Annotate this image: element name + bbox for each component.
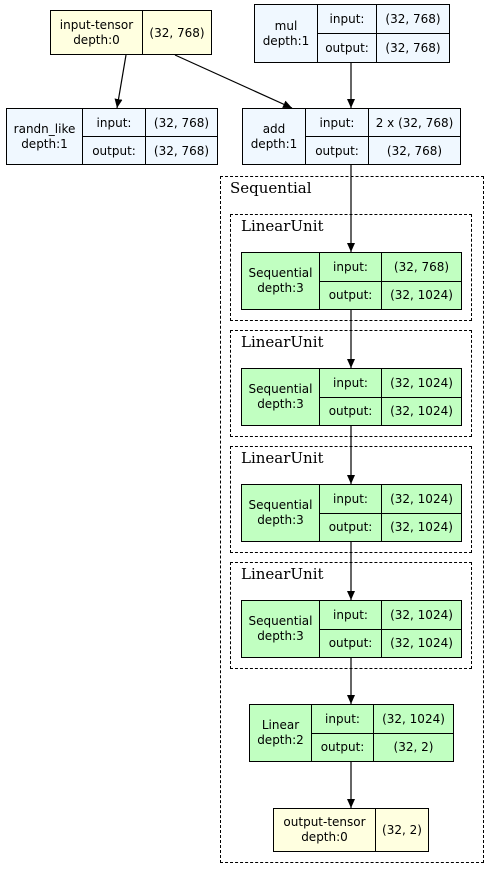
node-depth: depth:1 [250,136,298,151]
node-name: Sequential [248,382,313,396]
node-depth: depth:3 [257,629,304,643]
node-name: Linear [261,718,300,732]
output-shape: (32, 768) [386,143,443,158]
linear-unit-cluster-2-label: LinearUnit [241,333,324,351]
edge-input-to-add [174,54,293,109]
input-shape: (32, 1024) [390,375,453,390]
node-depth: depth:0 [73,32,120,47]
input-tensor-node[interactable]: input-tensor depth:0 (32, 768) [50,10,212,55]
sequential-node-4[interactable]: Sequential depth:3 input: (32, 1024) outp… [241,600,462,658]
output-shape: (32, 768) [153,143,210,158]
node-name: add [262,121,286,136]
node-depth: depth:3 [257,397,304,411]
linear-unit-cluster-4-label: LinearUnit [241,565,324,583]
node-shape: (32, 2) [382,823,422,837]
node-name: Sequential [248,498,313,512]
node-name: input-tensor [59,17,134,32]
output-shape: (32, 2) [393,740,434,755]
node-depth: depth:2 [257,733,304,747]
input-key: input: [306,109,369,136]
sequential-node-2[interactable]: Sequential depth:3 input: (32, 1024) outp… [241,368,462,426]
node-name: output-tensor [283,815,366,829]
node-name: Sequential [248,614,313,628]
input-shape: (32, 1024) [390,491,453,506]
output-shape: (32, 1024) [390,288,453,303]
mul-node[interactable]: mul depth:1 input: (32, 768) output: (32, … [254,4,450,63]
input-shape: (32, 1024) [382,711,445,726]
sequential-cluster-label: Sequential [230,179,312,197]
output-shape: (32, 1024) [390,404,453,419]
edge-input-to-randn [114,54,127,109]
input-key: input: [320,253,382,281]
node-name: mul [274,18,298,33]
input-shape: (32, 768) [385,12,441,26]
input-shape: (32, 768) [153,115,210,130]
node-depth: depth:0 [301,830,348,844]
output-shape: (32, 768) [385,41,441,55]
input-key: input: [320,601,382,629]
input-key: input: [318,5,377,33]
sequential-cluster [220,176,484,863]
linear-unit-cluster-3-label: LinearUnit [241,449,324,467]
input-key: input: [320,369,382,397]
sequential-node-1[interactable]: Sequential depth:3 input: (32, 768) outpu… [241,252,462,310]
output-shape: (32, 1024) [390,636,453,651]
input-shape: (32, 1024) [390,607,453,622]
output-key: output: [312,733,374,761]
linear-unit-cluster-1-label: LinearUnit [241,217,324,235]
output-key: output: [306,137,369,164]
input-shape: 2 x (32, 768) [375,115,454,130]
output-key: output: [320,629,382,657]
node-depth: depth:3 [257,281,304,295]
add-node[interactable]: add depth:1 input: 2 x (32, 768) output: (… [242,108,461,165]
node-depth: depth:3 [257,513,304,527]
linear-node[interactable]: Linear depth:2 input: (32, 1024) output: (… [249,704,454,762]
output-key: output: [318,34,377,62]
input-key: input: [312,705,374,733]
output-tensor-node[interactable]: output-tensor depth:0 (32, 2) [273,808,429,852]
output-key: output: [320,397,382,425]
output-key: output: [83,137,146,164]
output-shape: (32, 1024) [390,520,453,535]
node-depth: depth:1 [21,136,68,151]
sequential-node-3[interactable]: Sequential depth:3 input: (32, 1024) outp… [241,484,462,542]
node-name: randn_like [13,121,76,136]
node-shape: (32, 768) [149,25,205,40]
node-name: Sequential [248,266,313,280]
input-key: input: [320,485,382,513]
randn-like-node[interactable]: randn_like depth:1 input: (32, 768) outpu… [6,108,218,165]
input-shape: (32, 768) [393,259,450,274]
input-key: input: [83,109,146,136]
output-key: output: [320,513,382,541]
output-key: output: [320,281,382,309]
node-depth: depth:1 [262,33,310,48]
